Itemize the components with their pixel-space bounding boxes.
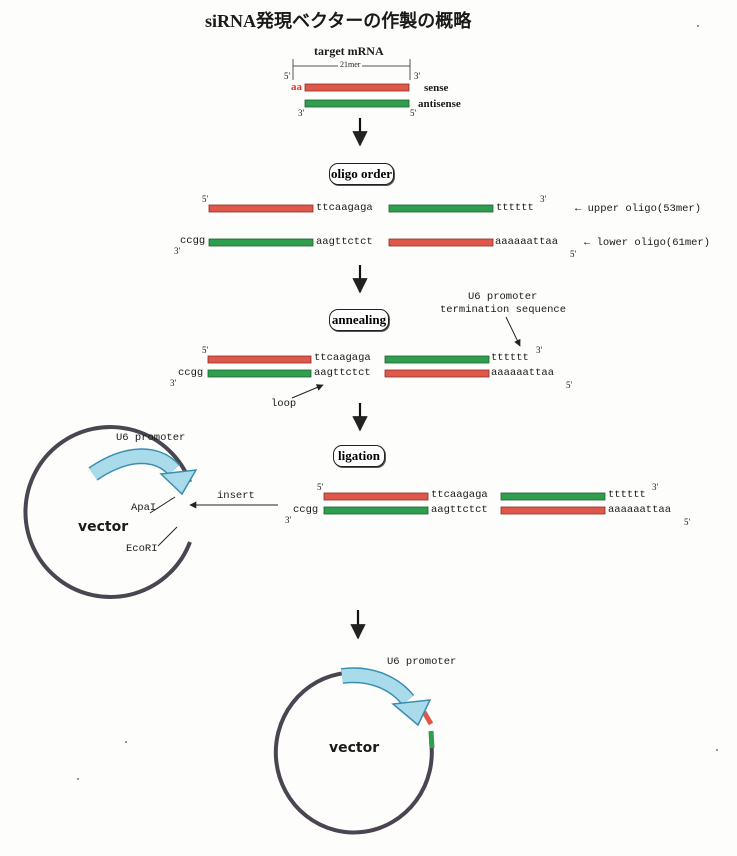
prime-3-label: 3' [540,194,547,204]
closed-vector [273,667,435,835]
ligation-upper-tail: tttttt [608,489,646,501]
antisense-label: antisense [418,98,461,110]
vector1-promoter-label: U6 promoter [116,432,186,444]
promoter-arrowhead [391,699,432,727]
antisense-strand [304,99,410,108]
lower-oligo [208,238,494,247]
vector2-name: vector [329,740,380,756]
upper-tail-seq: tttttt [496,202,534,214]
flow-arrows [350,118,368,640]
ligation-lower-head: ccgg [293,504,319,516]
promoter-arrowhead [159,469,198,496]
sense-label: sense [424,82,449,94]
prime-5-label: 5' [284,71,291,81]
annealed-upper-loop: ttcaagaga [314,352,371,364]
annealed-lower-tail: aaaaaattaa [491,367,555,379]
prime-3-label: 3' [170,378,177,388]
prime-5-label: 5' [684,517,691,527]
prime-5-label: 5' [317,482,324,492]
lower-head-seq: ccgg [180,235,206,247]
apai-label: ApaI [131,502,157,514]
promoter-note-line2: termination sequence [440,304,567,316]
insert-label: insert [217,490,255,502]
upper-loop-seq: ttcaagaga [316,202,373,214]
lower-loop-seq: aagttctct [316,236,373,248]
prime-3-label: 3' [285,515,292,525]
prime-5-label: 5' [570,249,577,259]
upper-oligo-note: ← upper oligo(53mer) [575,203,702,215]
loop-label: loop [271,398,297,410]
prime-5-label: 5' [202,345,209,355]
vector2-promoter-label: U6 promoter [387,656,457,668]
vector1-name: vector [78,519,129,535]
annealing-box: annealing [329,309,389,331]
open-vector [23,425,198,599]
target-mrna-label: target mRNA [314,44,384,58]
oligo-order-box: oligo order [329,163,394,185]
prime-3-label: 3' [414,71,421,81]
annealed-lower-head: ccgg [178,367,204,379]
annealed-upper-tail: tttttt [491,352,529,364]
ligation-duplex [189,492,606,515]
prime-3-label: 3' [652,482,659,492]
annealed-lower-loop: aagttctct [314,367,371,379]
length-label: 21mer [338,60,363,69]
lower-oligo-note: ← lower oligo(61mer) [584,237,711,249]
promoter-note-line1: U6 promoter [468,291,538,303]
ligation-lower-loop: aagttctct [431,504,488,516]
upper-oligo [208,204,494,213]
page-title: siRNA発現ベクターの作製の概略 [205,11,472,31]
lower-tail-seq: aaaaaattaa [495,236,559,248]
prime-5-label: 5' [410,108,417,118]
prime-3-label: 3' [174,246,181,256]
prime-3-label: 3' [298,108,305,118]
ecori-label: EcoRI [126,543,158,555]
ligation-box: ligation [333,445,385,467]
sense-strand [304,83,410,92]
prime-5-label: 5' [566,380,573,390]
ligation-upper-loop: ttcaagaga [431,489,488,501]
ligation-lower-tail: aaaaaattaa [608,504,672,516]
annealed-duplex [207,316,521,399]
aa-overhang-label: aa [291,81,302,93]
prime-3-label: 3' [536,345,543,355]
prime-5-label: 5' [202,194,209,204]
